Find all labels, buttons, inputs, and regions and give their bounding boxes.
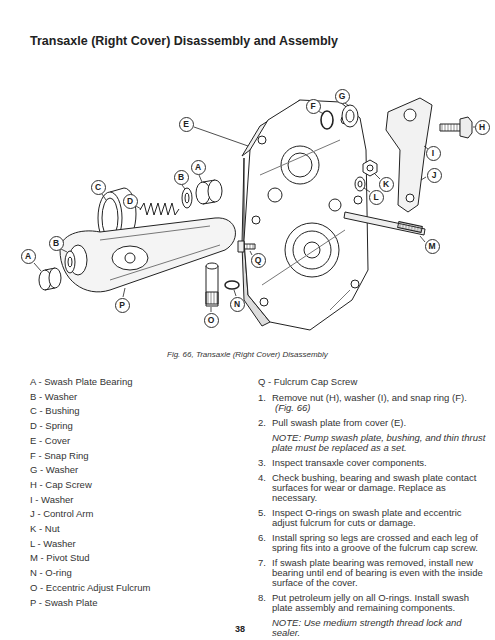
callout-letter: E [183, 120, 189, 129]
callout-letter: J [432, 171, 437, 180]
callout-letter: Q [255, 256, 262, 265]
instruction-step: 4. Check bushing, bearing and swash plate… [258, 473, 486, 503]
step-number: 4. [258, 473, 266, 483]
step-text: Put petroleum jelly on all O-rings. Inst… [272, 592, 469, 613]
instruction-step: 5. Inspect O-rings on swash plate and ecc… [258, 508, 486, 528]
callout-circle: J [427, 168, 442, 183]
callout-circle: A [21, 249, 36, 264]
parts-legend-entry: K - Nut [30, 523, 60, 534]
parts-legend-entry: P - Swash Plate [30, 597, 97, 608]
instruction-step: 1. Remove nut (H), washer (I), and snap r… [258, 393, 486, 413]
callout-letter: B [53, 239, 59, 248]
parts-legend-entry: G - Washer [30, 464, 78, 475]
step-number: 3. [258, 458, 266, 468]
callout-circle: M [425, 239, 440, 254]
note-text: NOTE: Use medium strength thread lock an… [258, 618, 486, 638]
step-text: Check bushing, bearing and swash plate c… [272, 472, 476, 503]
parts-legend-entry: O - Eccentric Adjust Fulcrum [30, 582, 150, 593]
callout-letter: H [479, 123, 485, 132]
step-number: 2. [258, 418, 266, 428]
step-text: Pull swash plate from cover (E). [272, 417, 406, 428]
callout-circle: F [306, 99, 321, 114]
parts-legend-entry: Q - Fulcrum Cap Screw [258, 376, 486, 387]
step-text: If swash plate bearing was removed, inst… [272, 557, 483, 588]
note-text: NOTE: Pump swash plate, bushing, and thi… [258, 433, 486, 453]
callout-circle: P [115, 298, 130, 313]
instruction-step: 2. Pull swash plate from cover (E). [258, 418, 486, 428]
step-number: 6. [258, 533, 266, 543]
callout-letter: F [310, 102, 315, 111]
parts-legend-entry: J - Control Arm [30, 508, 93, 519]
callout-circle: Q [251, 253, 266, 268]
callout-letter: P [119, 301, 125, 310]
callout-circle: L [369, 190, 384, 205]
callout-circle: K [379, 177, 394, 192]
parts-legend-entry: L - Washer [30, 538, 76, 549]
callout-circle: O [204, 313, 219, 328]
instruction-step: 7. If swash plate bearing was removed, in… [258, 558, 486, 588]
step-number: 8. [258, 593, 266, 603]
instructions-column: Q - Fulcrum Cap Screw 1. Remove nut (H), w… [258, 376, 486, 640]
callout-letter: A [25, 252, 31, 261]
instruction-step: 8. Put petroleum jelly on all O-rings. In… [258, 593, 486, 613]
callout-circle: I [426, 146, 441, 161]
callout-letter: D [127, 197, 133, 206]
parts-legend-entry: F - Snap Ring [30, 450, 89, 461]
figure-reference: (Fig. 66) [275, 402, 310, 413]
step-text: Install spring so legs are crossed and e… [272, 532, 478, 553]
callout-letter: O [208, 316, 215, 325]
parts-legend-entry: A - Swash Plate Bearing [30, 376, 132, 387]
callout-letter: N [234, 300, 240, 309]
parts-legend-entry: I - Washer [30, 494, 73, 505]
callout-letter: B [178, 173, 184, 182]
callout-circle: E [179, 117, 194, 132]
step-text: Inspect O-rings on swash plate and eccen… [272, 507, 462, 528]
parts-legend-entry: C - Bushing [30, 405, 80, 416]
parts-legend-entry: M - Pivot Stud [30, 552, 90, 563]
step-number: 1. [258, 393, 266, 403]
step-text: Remove nut (H), washer (I), and snap rin… [272, 392, 467, 403]
parts-legend-entry: H - Cap Screw [30, 479, 92, 490]
page-number: 38 [235, 624, 245, 634]
callout-circle: N [230, 297, 245, 312]
instruction-step: 3. Inspect transaxle cover components. [258, 458, 486, 468]
callout-circle: C [91, 180, 106, 195]
callout-circle: A [191, 160, 206, 175]
callout-letter: K [383, 180, 389, 189]
callout-letter: M [428, 242, 435, 251]
callout-circle: D [123, 194, 138, 209]
callout-letter: I [432, 149, 434, 158]
callout-circle: B [174, 170, 189, 185]
callout-circle: G [335, 89, 350, 104]
callout-letter: C [95, 183, 101, 192]
instruction-step: 6. Install spring so legs are crossed and… [258, 533, 486, 553]
parts-legend-entry: E - Cover [30, 435, 70, 446]
callout-circle: H [475, 120, 490, 135]
parts-legend-entry: D - Spring [30, 420, 73, 431]
step-number: 5. [258, 508, 266, 518]
figure-caption: Fig. 66, Transaxle (Right Cover) Disasse… [167, 350, 328, 359]
parts-legend-entry: B - Washer [30, 391, 77, 402]
callout-circle: B [49, 236, 64, 251]
parts-legend-entry: N - O-ring [30, 567, 72, 578]
callout-letter: G [339, 92, 346, 101]
callout-letter: L [373, 193, 378, 202]
page-title: Transaxle (Right Cover) Disassembly and … [30, 34, 338, 48]
callout-letter: A [195, 163, 201, 172]
step-text: Inspect transaxle cover components. [272, 457, 427, 468]
step-number: 7. [258, 558, 266, 568]
